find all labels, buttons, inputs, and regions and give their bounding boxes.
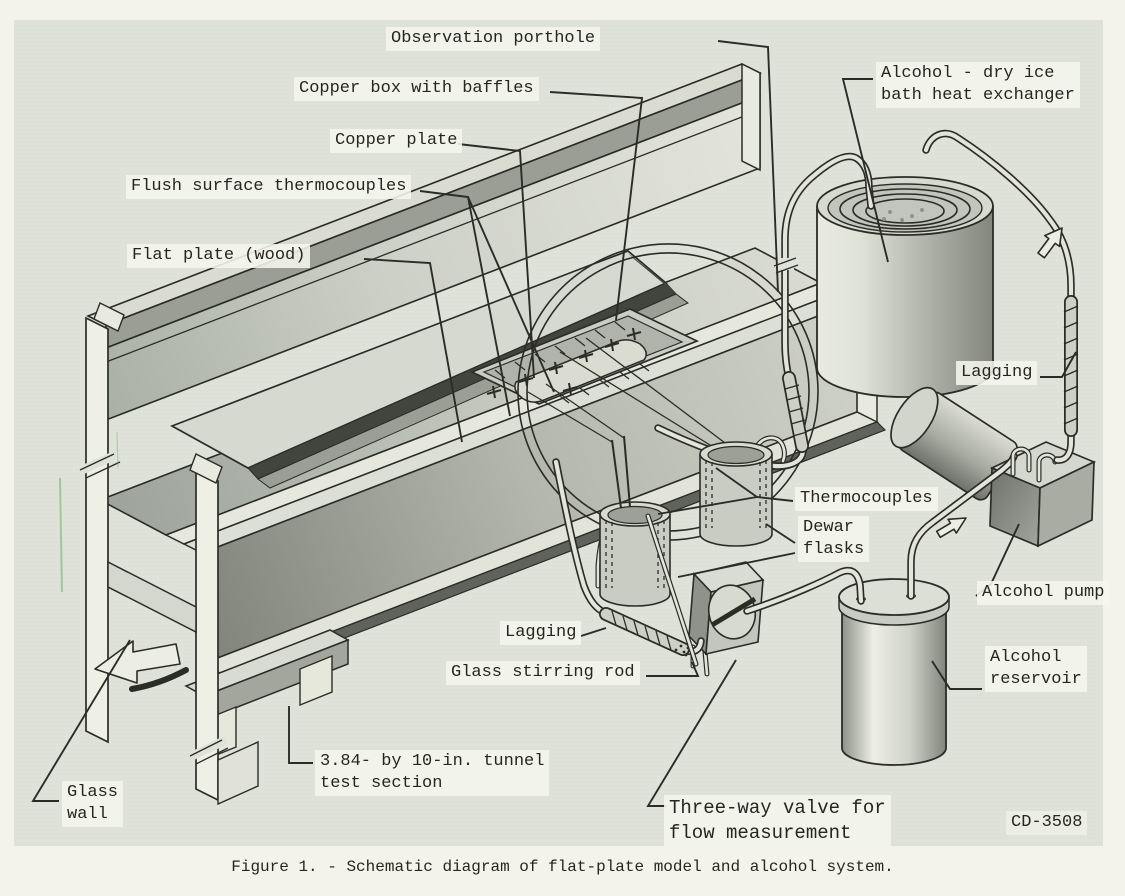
thermocouple-lead-wires <box>527 337 734 451</box>
label-lagging-left: Lagging <box>500 621 582 646</box>
label-copper-plate: Copper plate <box>330 129 463 154</box>
label-flush-thermocouples: Flush surface thermocouples <box>126 175 412 200</box>
flush-thermocouple-marks <box>486 327 642 399</box>
label-flat-plate: Flat plate (wood) <box>127 244 311 269</box>
dry-ice-chunks <box>882 208 924 222</box>
three-way-valve-drawing <box>688 561 765 677</box>
alcohol-reservoir-drawing <box>838 578 950 766</box>
label-three-way-valve: Three-way valve for flow measurement <box>664 795 891 847</box>
label-lagging-right: Lagging <box>956 361 1038 386</box>
label-dewar-flasks: Dewar flasks <box>798 516 870 563</box>
figure-caption: Figure 1. - Schematic diagram of flat-pl… <box>231 858 894 876</box>
label-alcohol-pump: Alcohol pump <box>977 581 1110 606</box>
leader-lines <box>31 40 1077 807</box>
label-thermocouples: Thermocouples <box>795 487 938 512</box>
label-heat-exchanger: Alcohol - dry ice bath heat exchanger <box>876 62 1080 109</box>
label-alcohol-reservoir: Alcohol reservoir <box>985 646 1087 693</box>
observation-porthole-circle <box>517 243 819 541</box>
label-copper-box: Copper box with baffles <box>294 77 539 102</box>
flow-direction-arrow-left <box>94 640 189 692</box>
label-tunnel-test-section: 3.84- by 10-in. tunnel test section <box>315 750 550 797</box>
label-glass-wall: Glass wall <box>62 781 124 828</box>
label-glass-stirring-rod: Glass stirring rod <box>446 661 640 686</box>
label-observation-porthole: Observation porthole <box>386 27 601 52</box>
glass-stirring-rod-shape <box>645 513 699 667</box>
lagging-wraps <box>599 295 1079 657</box>
flow-direction-arrows <box>935 227 1063 539</box>
drawing-number: CD-3508 <box>1006 811 1088 836</box>
tunnel-left-end-cross-section <box>59 302 259 806</box>
